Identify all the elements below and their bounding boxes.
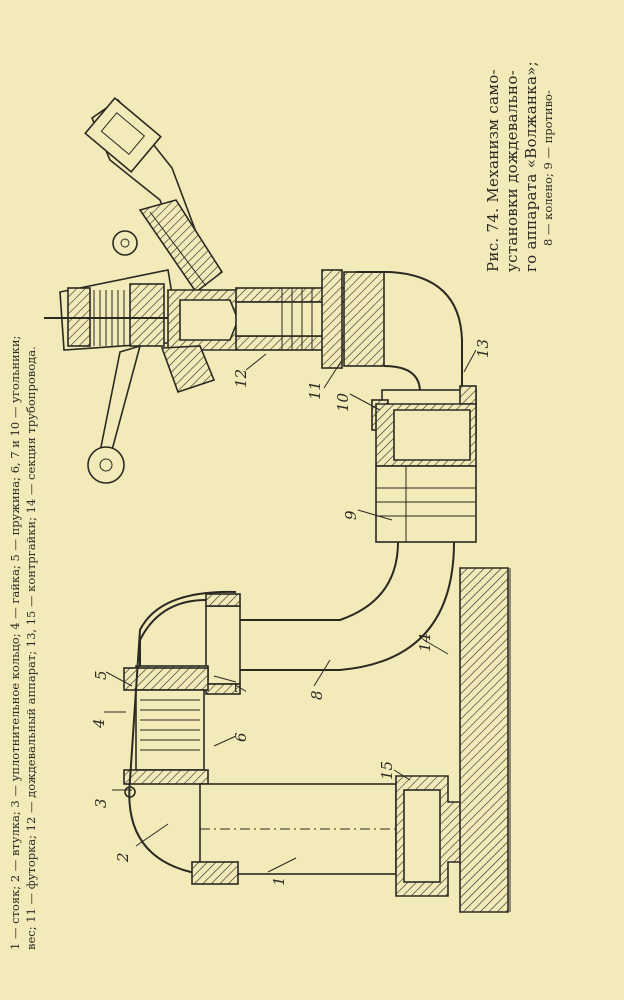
- part-label-13: 13: [474, 339, 492, 358]
- part-label-11: 11: [306, 381, 324, 400]
- part-label-7: 7: [232, 684, 250, 694]
- part-numbers: 1 2 3 4 5 6 7 8 9 10 11 12 13 14 15: [90, 339, 492, 886]
- figure-legend-left-line-2: вес; 11 — футорка; 12 — дождевальный апп…: [24, 346, 38, 950]
- part-label-1: 1: [270, 876, 288, 886]
- part-label-9: 9: [342, 510, 360, 520]
- part-label-10: 10: [334, 392, 352, 412]
- figure-caption-title-line-2: установки дождевально-: [503, 69, 521, 272]
- part-label-15: 15: [378, 761, 396, 780]
- part-label-3: 3: [92, 798, 110, 808]
- figure-caption-title-line-1: Рис. 74. Механизм само-: [484, 69, 502, 272]
- part-label-12: 12: [232, 369, 250, 388]
- figure-legend-line-0: 8 — колено; 9 — противо-: [541, 90, 555, 246]
- part-label-4: 4: [90, 718, 108, 729]
- elbow-and-counterweight: [356, 271, 477, 543]
- part-label-5: 5: [92, 670, 110, 680]
- pipe-assembly: [123, 541, 511, 913]
- sprinkler-apparatus: [44, 96, 385, 484]
- leader-lines: [104, 349, 477, 873]
- part-label-14: 14: [416, 633, 434, 652]
- figure-legend-left-line-1: 1 — стояк; 2 — втулка; 3 — уплотнительно…: [8, 335, 22, 950]
- part-label-2: 2: [114, 852, 132, 863]
- part-label-6: 6: [232, 732, 250, 742]
- part-label-8: 8: [308, 690, 326, 700]
- figure-caption-title-line-3: го аппарата «Волжанка»;: [522, 60, 540, 272]
